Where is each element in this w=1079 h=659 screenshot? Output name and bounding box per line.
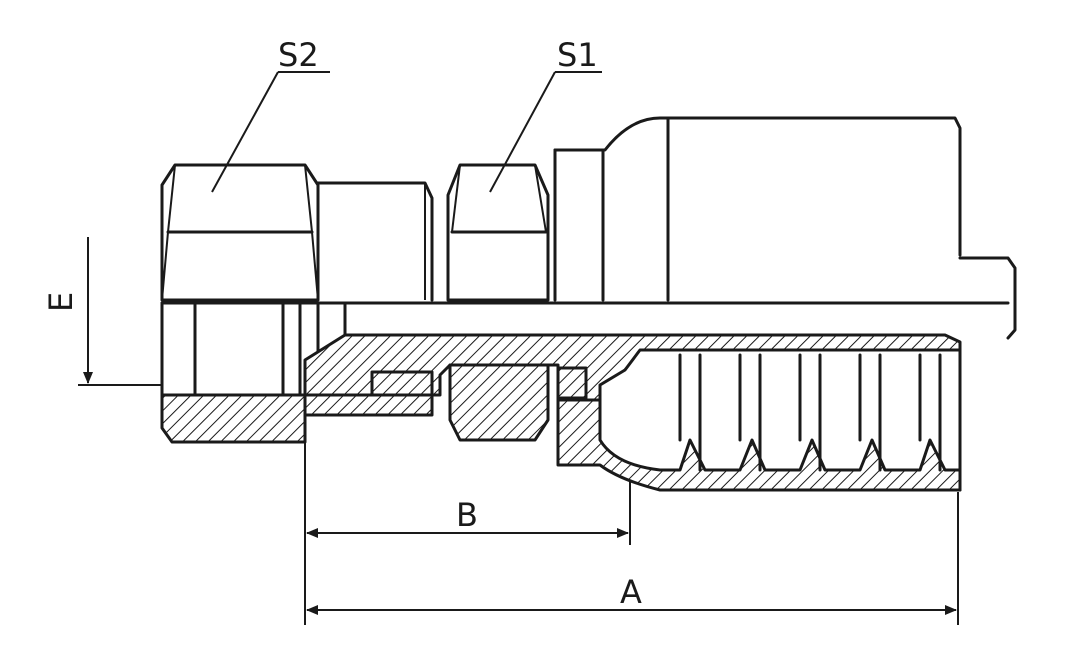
sleeve-body xyxy=(316,181,434,302)
swivel-nut xyxy=(160,163,320,302)
label-s1: S1 xyxy=(557,36,598,74)
label-e: E xyxy=(42,292,80,312)
ferrule xyxy=(553,116,1017,340)
dimension-b xyxy=(304,442,631,625)
section-view xyxy=(160,301,962,492)
dimension-a xyxy=(306,492,959,625)
dimension-e xyxy=(78,237,162,386)
label-s2: S2 xyxy=(278,36,319,74)
label-a: A xyxy=(620,573,642,611)
body-hex xyxy=(446,163,550,302)
s2-leader xyxy=(211,71,330,193)
s1-leader xyxy=(489,71,602,193)
label-b: B xyxy=(456,496,478,534)
